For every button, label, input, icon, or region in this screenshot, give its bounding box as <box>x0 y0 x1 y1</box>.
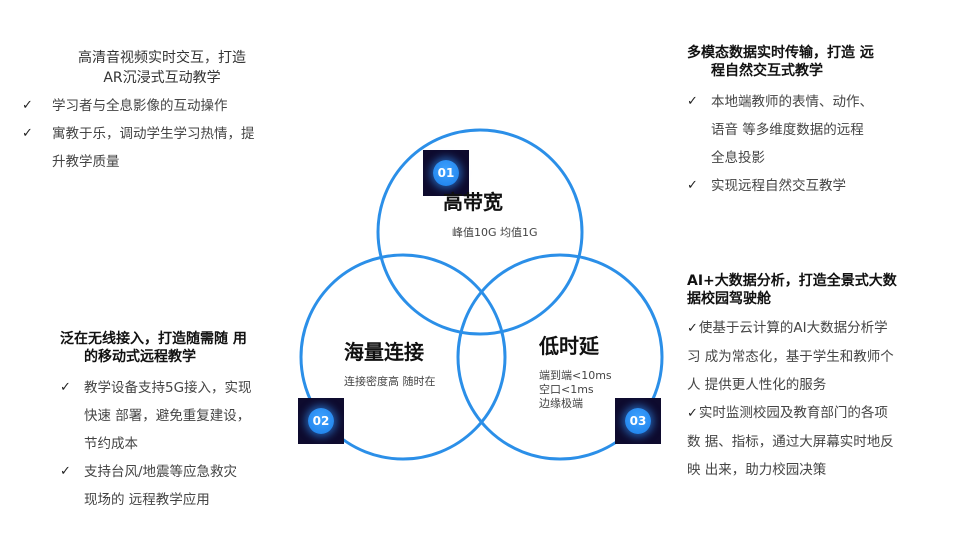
latency-air: 空口<1ms <box>539 383 594 396</box>
bullet-text: 升教学质量 <box>52 154 120 170</box>
bullet-text: 教学设备支持5G接入，实现 <box>84 380 252 396</box>
bullet-text: 节约成本 <box>84 436 138 452</box>
venn-circle-connections <box>299 253 507 461</box>
title-line: 多模态数据实时传输，打造 远 <box>687 45 874 61</box>
check-icon: ✓ <box>60 380 71 395</box>
bottom-left-bullets: ✓ 教学设备支持5G接入，实现快速 部署，避免重复建设， 节约成本 ✓ 支持台风/地震… <box>60 374 300 514</box>
bullet-item: ✓ 支持台风/地震等应急救灾现场的 远程教学应用 <box>60 458 300 514</box>
latency-edge: 边缘极端 <box>539 397 583 410</box>
top-right-block: 多模态数据实时传输，打造 远 程自然交互式教学 ✓ 本地端教师的表情、动作、语音 … <box>687 44 947 200</box>
bullet-text: 现场的 远程教学应用 <box>84 492 210 508</box>
check-icon: ✓ <box>60 464 71 479</box>
bottom-right-block: AI+大数据分析，打造全景式大数 据校园驾驶舱 ✓使基于云计算的AI大数据分析学… <box>687 272 947 484</box>
bullet-item: ✓ 学习者与全息影像的互动操作 <box>22 92 312 120</box>
bullet-text: 快速 部署，避免重复建设， <box>84 408 251 424</box>
bullet-text: 使基于云计算的AI大数据分析学 <box>698 320 888 336</box>
top-left-bullets: ✓ 学习者与全息影像的互动操作 ✓ 寓教于乐，调动学生学习热情，提升教学质量 <box>22 92 312 176</box>
circle-title-bandwidth: 高带宽 <box>443 190 503 214</box>
bullet-text: 数 据、指标，通过大屏幕实时地反 <box>687 434 894 450</box>
bottom-left-title: 泛在无线接入，打造随需随 用 的移动式远程教学 <box>60 330 300 366</box>
bullet-text: 实时监测校园及教育部门的各项 <box>698 405 888 421</box>
venn-circle-bandwidth <box>376 128 584 336</box>
bullet-item: ✓使基于云计算的AI大数据分析学习 成为常态化，基于学生和教师个人 提供更人性化… <box>687 314 947 399</box>
badge-01: 01 <box>423 150 469 196</box>
venn-circle-latency <box>456 253 664 461</box>
bullet-text: 支持台风/地震等应急救灾 <box>84 464 238 480</box>
bullet-item: ✓实时监测校园及教育部门的各项数 据、指标，通过大屏幕实时地反映 出来，助力校园… <box>687 399 947 484</box>
bullet-text: 语音 等多维度数据的远程 <box>711 122 864 138</box>
badge-number: 03 <box>625 408 651 434</box>
title-line: 的移动式远程教学 <box>84 349 196 365</box>
bullet-text: 本地端教师的表情、动作、 <box>711 94 873 110</box>
bullet-item: ✓ 本地端教师的表情、动作、语音 等多维度数据的远程全息投影 <box>687 88 947 172</box>
circle-sub-latency: 端到端<10ms 空口<1ms 边缘极端 <box>539 369 612 411</box>
bullet-text: 学习者与全息影像的互动操作 <box>52 98 228 114</box>
bottom-right-bullets: ✓使基于云计算的AI大数据分析学习 成为常态化，基于学生和教师个人 提供更人性化… <box>687 314 947 484</box>
title-line: AR沉浸式互动教学 <box>103 70 221 86</box>
circle-title-connections: 海量连接 <box>344 340 424 364</box>
check-icon: ✓ <box>687 321 698 336</box>
circle-title-latency: 低时延 <box>539 334 599 358</box>
check-icon: ✓ <box>22 98 33 113</box>
check-icon: ✓ <box>687 94 698 109</box>
title-line: 程自然交互式教学 <box>711 63 823 79</box>
title-line: 高清音视频实时交互，打造 <box>78 50 246 66</box>
bottom-right-title: AI+大数据分析，打造全景式大数 据校园驾驶舱 <box>687 272 947 308</box>
badge-03: 03 <box>615 398 661 444</box>
bullet-text: 寓教于乐，调动学生学习热情，提 <box>52 126 255 142</box>
top-left-block: 高清音视频实时交互，打造 AR沉浸式互动教学 ✓ 学习者与全息影像的互动操作 ✓ 寓… <box>22 48 312 176</box>
top-left-title: 高清音视频实时交互，打造 AR沉浸式互动教学 <box>22 48 302 88</box>
title-line: 据校园驾驶舱 <box>687 291 771 307</box>
title-line: 泛在无线接入，打造随需随 用 <box>60 331 247 347</box>
latency-e2e: 端到端<10ms <box>539 369 612 382</box>
title-line: AI+大数据分析，打造全景式大数 <box>687 273 897 289</box>
check-icon: ✓ <box>22 126 33 141</box>
bullet-text: 映 出来，助力校园决策 <box>687 462 827 478</box>
badge-number: 02 <box>308 408 334 434</box>
top-right-bullets: ✓ 本地端教师的表情、动作、语音 等多维度数据的远程全息投影 ✓ 实现远程自然交互教… <box>687 88 947 200</box>
bullet-item: ✓ 教学设备支持5G接入，实现快速 部署，避免重复建设， 节约成本 <box>60 374 300 458</box>
bottom-left-block: 泛在无线接入，打造随需随 用 的移动式远程教学 ✓ 教学设备支持5G接入，实现快速… <box>60 330 300 514</box>
circle-sub-connections: 连接密度高 随时在 <box>344 375 436 388</box>
bullet-text: 全息投影 <box>711 150 765 166</box>
bullet-text: 习 成为常态化，基于学生和教师个 <box>687 349 894 365</box>
bullet-item: ✓ 实现远程自然交互教学 <box>687 172 947 200</box>
check-icon: ✓ <box>687 178 698 193</box>
circle-sub-bandwidth: 峰值10G 均值1G <box>452 226 538 239</box>
bullet-item: ✓ 寓教于乐，调动学生学习热情，提升教学质量 <box>22 120 312 176</box>
badge-number: 01 <box>433 160 459 186</box>
top-right-title: 多模态数据实时传输，打造 远 程自然交互式教学 <box>687 44 947 80</box>
badge-02: 02 <box>298 398 344 444</box>
bullet-text: 实现远程自然交互教学 <box>711 178 846 194</box>
check-icon: ✓ <box>687 406 698 421</box>
bullet-text: 人 提供更人性化的服务 <box>687 377 827 393</box>
